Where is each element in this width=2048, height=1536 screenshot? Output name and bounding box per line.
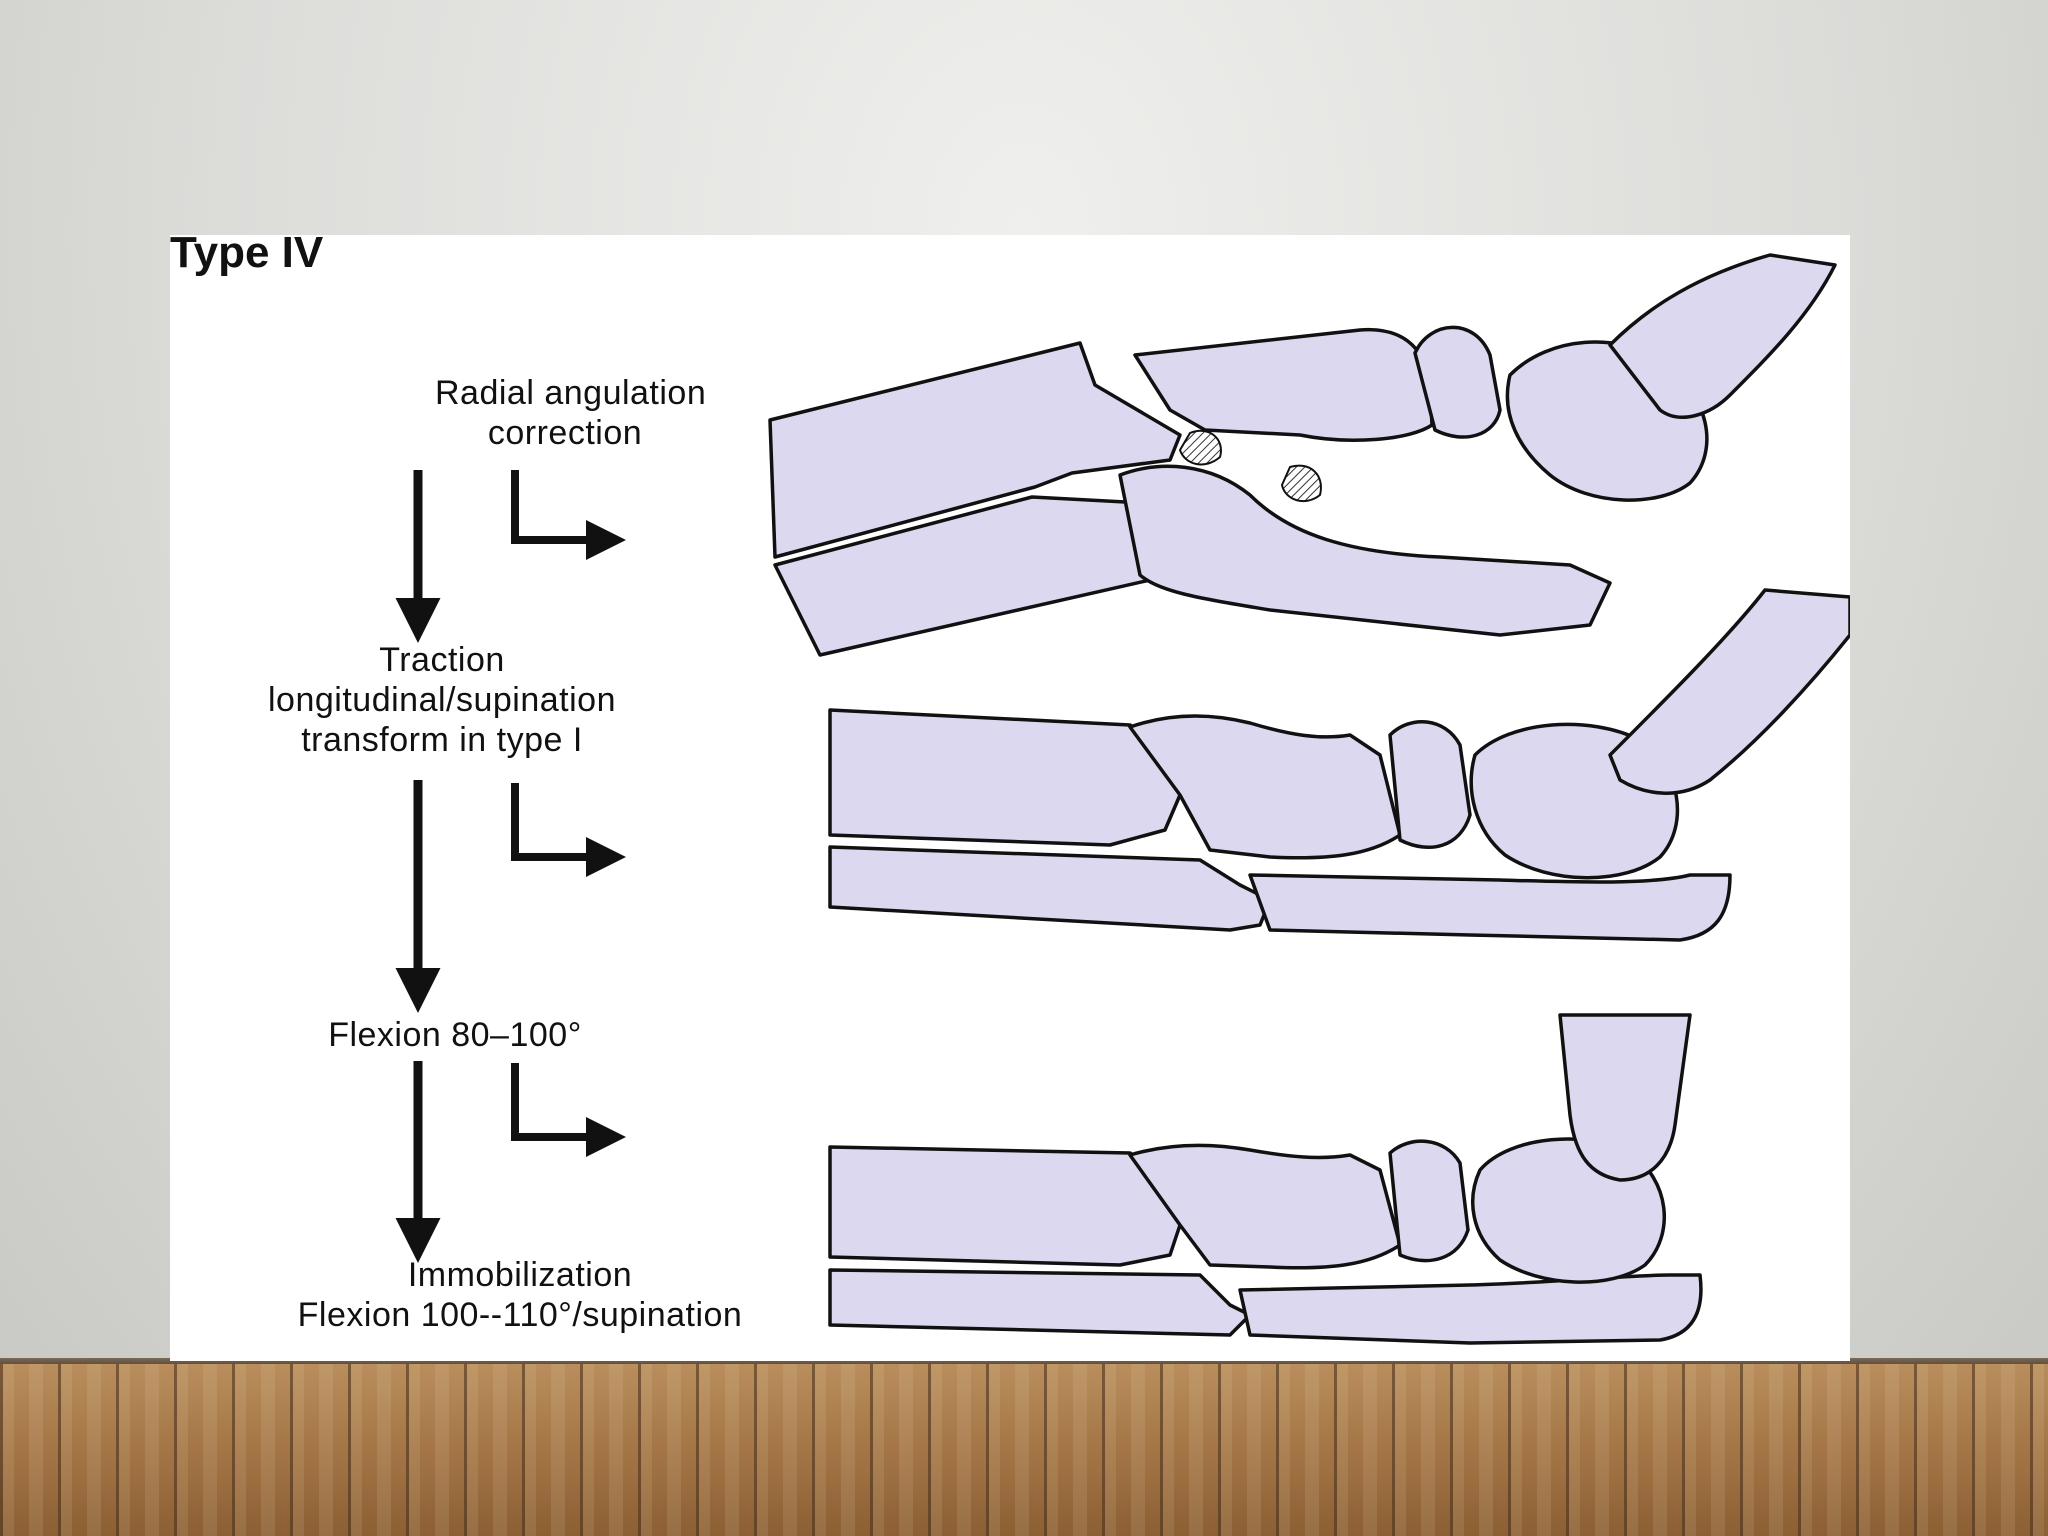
diagram-art <box>395 253 1850 1345</box>
figure-title: Type IV <box>170 235 324 277</box>
floor-edge <box>0 1358 2048 1366</box>
step-2-label: Traction longitudinal/supination transfo… <box>268 641 616 759</box>
elbow-reduction-figure: Type IV Radial angulation correction Tra… <box>170 235 1850 1361</box>
step-3-label: Flexion 80–100° <box>328 1016 582 1054</box>
right-arrow-1 <box>511 470 626 560</box>
step-4-label: Immobilization Flexion 100--110°/supinat… <box>297 1256 743 1334</box>
wood-floor-background <box>0 1364 2048 1536</box>
right-arrow-3 <box>511 1063 626 1157</box>
elbow-illustration-1 <box>768 253 1837 657</box>
elbow-illustration-3 <box>828 1013 1703 1345</box>
right-arrow-2 <box>511 783 626 877</box>
step-1-label: Radial angulation correction <box>435 374 707 452</box>
elbow-illustration-2 <box>828 588 1850 942</box>
